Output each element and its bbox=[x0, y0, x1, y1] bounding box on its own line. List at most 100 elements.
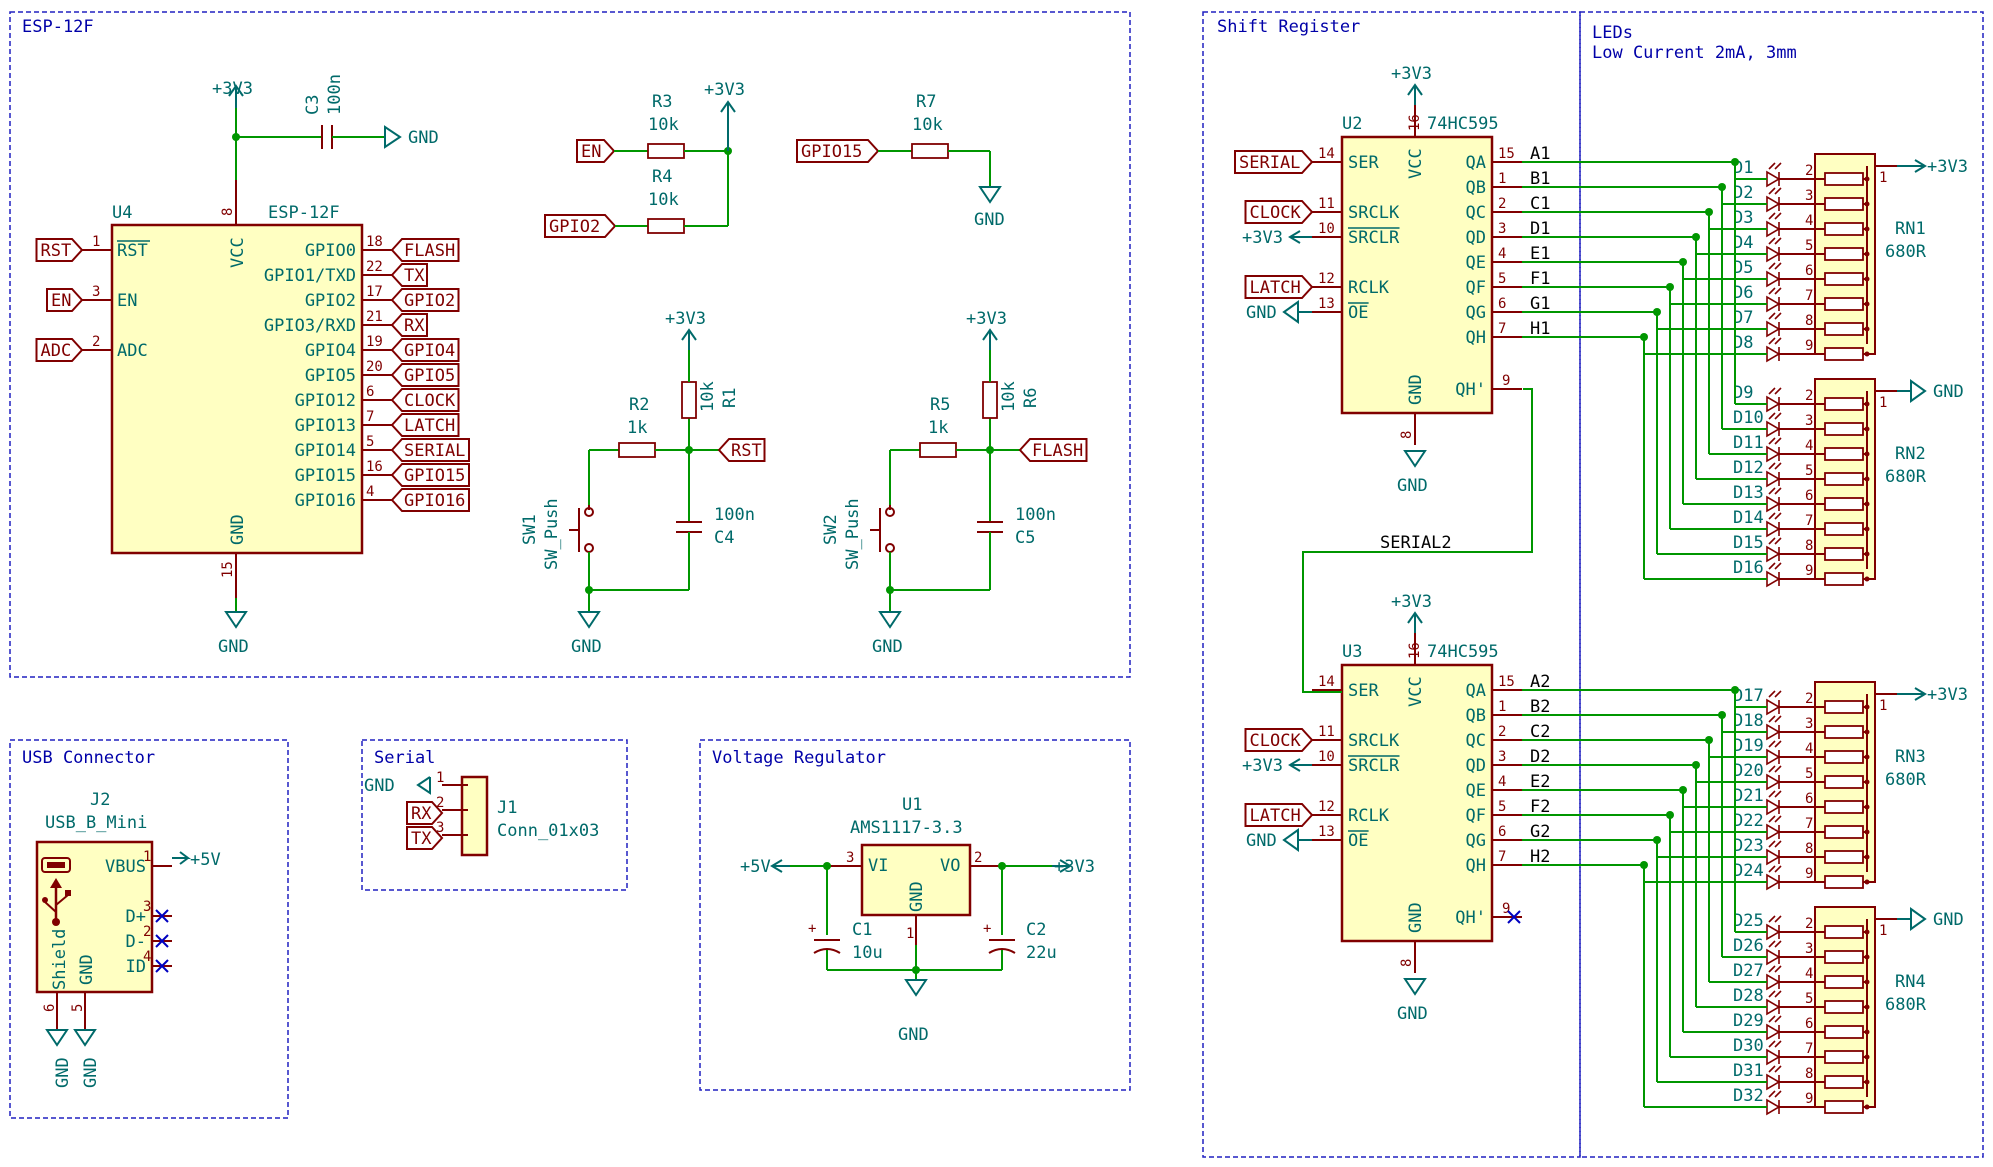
u2-out-net: A1 bbox=[1530, 144, 1550, 164]
r1-power-arrow bbox=[681, 328, 697, 341]
led-ray bbox=[1774, 990, 1782, 998]
sr-pin-num: 2 bbox=[1498, 196, 1506, 212]
u2-srclr-power: +3V3 bbox=[1242, 228, 1283, 248]
rn-element bbox=[1824, 925, 1864, 939]
u4-net-label-adc-shape bbox=[35, 338, 84, 362]
led-triangle bbox=[1766, 698, 1781, 716]
c3-value: 100n bbox=[325, 74, 345, 115]
rn-dot bbox=[1864, 979, 1870, 985]
rn-pin-num: 6 bbox=[1805, 263, 1813, 279]
u4-pin-num: 22 bbox=[366, 259, 383, 275]
rn-element bbox=[1824, 1000, 1864, 1014]
r4-value: 10k bbox=[648, 190, 679, 210]
sw2-contact bbox=[885, 507, 895, 517]
led-ray bbox=[1774, 512, 1782, 520]
led-ray bbox=[1774, 765, 1782, 773]
sr-pin-name: QB bbox=[1466, 178, 1486, 198]
u1-value: AMS1117-3.3 bbox=[850, 818, 963, 838]
u4-pin-name: GPIO5 bbox=[305, 366, 356, 386]
u4-net-label-serial: SERIAL bbox=[404, 441, 465, 461]
esp-section-title: ESP-12F bbox=[22, 17, 94, 37]
rn-pin-num: 3 bbox=[1805, 941, 1813, 957]
led-ray bbox=[1768, 690, 1776, 698]
led-ref: D28 bbox=[1733, 986, 1764, 1006]
sr-pin-name: QH bbox=[1466, 328, 1486, 348]
u1-gnd-power: GND bbox=[898, 1025, 929, 1045]
j2-pin-name: D+ bbox=[126, 907, 146, 927]
led-ray bbox=[1768, 437, 1776, 445]
led-ref: D32 bbox=[1733, 1086, 1764, 1106]
sr-pin-name: QF bbox=[1466, 278, 1486, 298]
regulator-section-frame bbox=[699, 739, 1131, 1091]
led-triangle bbox=[1766, 495, 1781, 513]
j2-pin-num: 3 bbox=[143, 899, 151, 915]
led-triangle bbox=[1766, 873, 1781, 891]
sr-pin-name: QE bbox=[1466, 781, 1486, 801]
rn-pin-num: 5 bbox=[1805, 238, 1813, 254]
j2-shield-pin: 6 bbox=[42, 1004, 58, 1012]
u4-net-label-rst: RST bbox=[41, 241, 72, 261]
sr-pin-name: QA bbox=[1466, 153, 1486, 173]
rn-element bbox=[1824, 522, 1864, 536]
led-triangle bbox=[1766, 973, 1781, 991]
r1-ref: R1 bbox=[720, 388, 740, 408]
u2-latch-net: LATCH bbox=[1250, 278, 1301, 298]
j2-pin-num: 1 bbox=[143, 849, 151, 865]
r6-body bbox=[982, 381, 998, 419]
rn-dot bbox=[1864, 526, 1870, 532]
rn1-value: 680R bbox=[1885, 242, 1927, 262]
led-ray bbox=[1768, 262, 1776, 270]
led-ray bbox=[1774, 237, 1782, 245]
rn-element bbox=[1824, 497, 1864, 511]
u2-vcc-power: +3V3 bbox=[1391, 64, 1432, 84]
j2-vbus-power: +5V bbox=[190, 850, 221, 870]
sr-pin-num: 10 bbox=[1318, 749, 1335, 765]
led-ray bbox=[1774, 187, 1782, 195]
led-ray bbox=[1774, 487, 1782, 495]
led-ray bbox=[1768, 237, 1776, 245]
u4-pin-num: 21 bbox=[366, 309, 383, 325]
serial-section-title: Serial bbox=[374, 748, 435, 768]
led-ray bbox=[1768, 162, 1776, 170]
sr-pin-name: QB bbox=[1466, 706, 1486, 726]
rn4-common-label: GND bbox=[1933, 910, 1964, 930]
rn-dot bbox=[1864, 501, 1870, 507]
led-triangle bbox=[1766, 570, 1781, 588]
u4-pin-num: 7 bbox=[366, 409, 374, 425]
u4-net-label-tx-shape bbox=[390, 263, 428, 287]
qh-prime-name: QH' bbox=[1455, 380, 1486, 400]
led-ref: D29 bbox=[1733, 1011, 1764, 1031]
u3-out-net: G2 bbox=[1530, 822, 1550, 842]
rn-element bbox=[1824, 1075, 1864, 1089]
rn-pin-num: 5 bbox=[1805, 463, 1813, 479]
flash-net-label: FLASH bbox=[1032, 441, 1083, 461]
led-ref: D26 bbox=[1733, 936, 1764, 956]
sr-pin-num: 13 bbox=[1318, 296, 1335, 312]
esp-section-frame bbox=[9, 11, 1131, 678]
leds-section-frame bbox=[1579, 11, 1984, 1158]
led-ref: D17 bbox=[1733, 686, 1764, 706]
sr-pin-name: QG bbox=[1466, 303, 1486, 323]
u4-pin-num: 5 bbox=[366, 434, 374, 450]
rst-net-label-shape bbox=[717, 438, 766, 462]
u2-latch-net-shape bbox=[1244, 275, 1314, 299]
led-triangle bbox=[1766, 823, 1781, 841]
u4-net-label-gpio4: GPIO4 bbox=[404, 341, 455, 361]
u3-body bbox=[1340, 663, 1494, 943]
led-ray bbox=[1774, 562, 1782, 570]
u2-out-net: E1 bbox=[1530, 244, 1550, 264]
led-ref: D13 bbox=[1733, 483, 1764, 503]
j1-net-label-rx-shape bbox=[406, 801, 444, 825]
led-triangle bbox=[1766, 1098, 1781, 1116]
u3-out-net: D2 bbox=[1530, 747, 1550, 767]
u4-net-label-flash: FLASH bbox=[404, 241, 455, 261]
rn2-ref: RN2 bbox=[1895, 444, 1926, 464]
led-ref: D22 bbox=[1733, 811, 1764, 831]
u4-pin-name: GPIO14 bbox=[295, 441, 356, 461]
led-ray bbox=[1768, 1090, 1776, 1098]
u1-out-power: +3V3 bbox=[1054, 857, 1095, 877]
u4-vcc-power-label: +3V3 bbox=[212, 79, 253, 99]
u2-ser-net: SERIAL bbox=[1239, 153, 1300, 173]
gnd-symbol bbox=[1282, 300, 1299, 324]
